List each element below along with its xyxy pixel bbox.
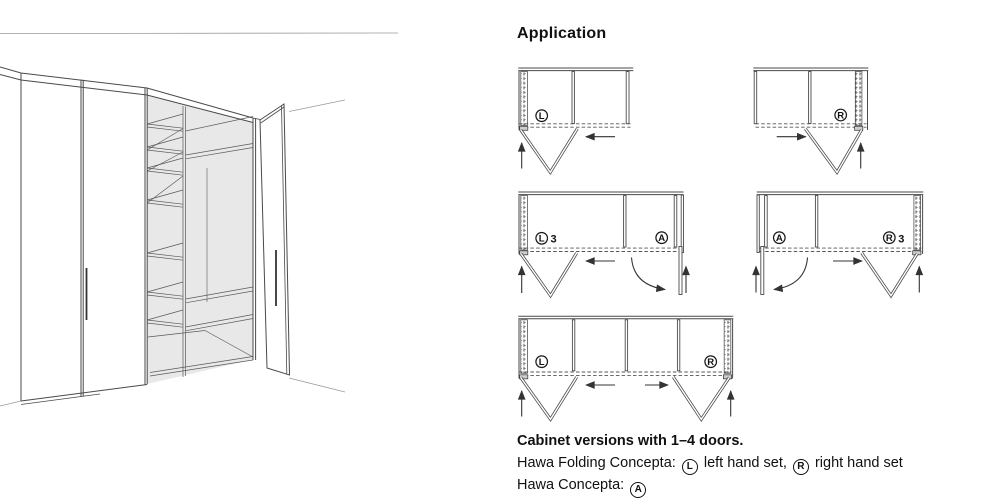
track-dashed-line xyxy=(759,247,922,252)
badge-right: R xyxy=(837,110,844,121)
caption-folding-line: Hawa Folding Concepta: L left hand set, … xyxy=(517,453,903,475)
pivot-hardware-strip xyxy=(520,71,528,126)
pivot-plate xyxy=(519,374,529,380)
badge-right-circle xyxy=(882,231,896,245)
badge-a-circle xyxy=(772,231,786,245)
badge-left-circle xyxy=(535,109,549,123)
pivot-hardware-strip xyxy=(520,319,528,374)
folded-doors xyxy=(519,127,579,176)
caption-right-text: right hand set xyxy=(810,454,903,471)
interior-shelves xyxy=(146,106,254,377)
pivot-hardware-strip xyxy=(723,319,732,374)
diagram-3-door-right-a: A R 3 xyxy=(752,191,924,299)
pivot-door-open xyxy=(678,246,683,295)
badge-right: R xyxy=(707,357,714,368)
badge-left: L xyxy=(539,357,545,368)
badge-a: A xyxy=(776,233,783,244)
track-dashed-line xyxy=(519,123,631,128)
badge-right: R xyxy=(886,233,893,244)
room-lines xyxy=(0,32,399,407)
track-dashed-line xyxy=(519,247,681,252)
pivot-door-open xyxy=(760,246,765,295)
diagram-4-door: L R xyxy=(517,315,735,423)
folded-doors xyxy=(519,252,578,299)
track-dashed-line xyxy=(519,371,732,376)
badge-left-circle xyxy=(535,231,549,245)
badge-right-circle xyxy=(704,355,718,369)
pivot-hardware-strip xyxy=(520,195,528,251)
badge-left: L xyxy=(539,234,545,245)
folded-doors xyxy=(519,376,578,423)
badge-right-circle xyxy=(834,108,848,122)
application-heading: Application xyxy=(517,25,607,42)
application-diagrams: L R L 3 A xyxy=(517,67,924,423)
pivot-plate xyxy=(519,250,529,256)
swing-arrow xyxy=(630,257,666,293)
caption-left-text: left hand set, xyxy=(699,454,791,471)
pivot-plate xyxy=(519,125,529,131)
caption-folding-prefix: Hawa Folding Concepta: xyxy=(517,454,680,471)
left-set-badge: L xyxy=(681,459,698,475)
swing-arrow xyxy=(773,257,809,293)
concepta-badge: A xyxy=(630,481,647,498)
badge-a-circle xyxy=(655,231,669,245)
pivot-hardware-strip xyxy=(854,71,863,126)
badge-left: L xyxy=(539,111,545,122)
diagram-2-door-right: R xyxy=(753,67,869,176)
folded-doors xyxy=(672,376,731,423)
caption-concepta-prefix: Hawa Concepta: xyxy=(517,477,629,493)
diagram-2-door-left: L xyxy=(517,67,634,176)
caption-concepta-line: Hawa Concepta: A xyxy=(517,475,903,498)
folded-doors xyxy=(804,127,863,176)
diagram-3-door-left-a: L 3 A xyxy=(517,191,690,299)
cabinet-outline xyxy=(0,66,261,405)
open-door xyxy=(259,103,291,376)
pivot-hardware-strip xyxy=(913,195,921,251)
track-dashed-line xyxy=(755,123,867,128)
badge-a: A xyxy=(658,233,665,244)
right-set-badge: R xyxy=(792,459,809,475)
door-count: 3 xyxy=(898,233,904,245)
cabinet-interior xyxy=(147,95,253,384)
caption-title: Cabinet versions with 1–4 doors. xyxy=(517,433,744,449)
wardrobe-illustration xyxy=(0,32,399,407)
door-count: 3 xyxy=(551,233,557,245)
badge-left-circle xyxy=(535,355,549,369)
folded-doors xyxy=(860,252,919,299)
pivot-plate xyxy=(854,125,864,131)
caption-block: Cabinet versions with 1–4 doors. Hawa Fo… xyxy=(517,431,903,498)
